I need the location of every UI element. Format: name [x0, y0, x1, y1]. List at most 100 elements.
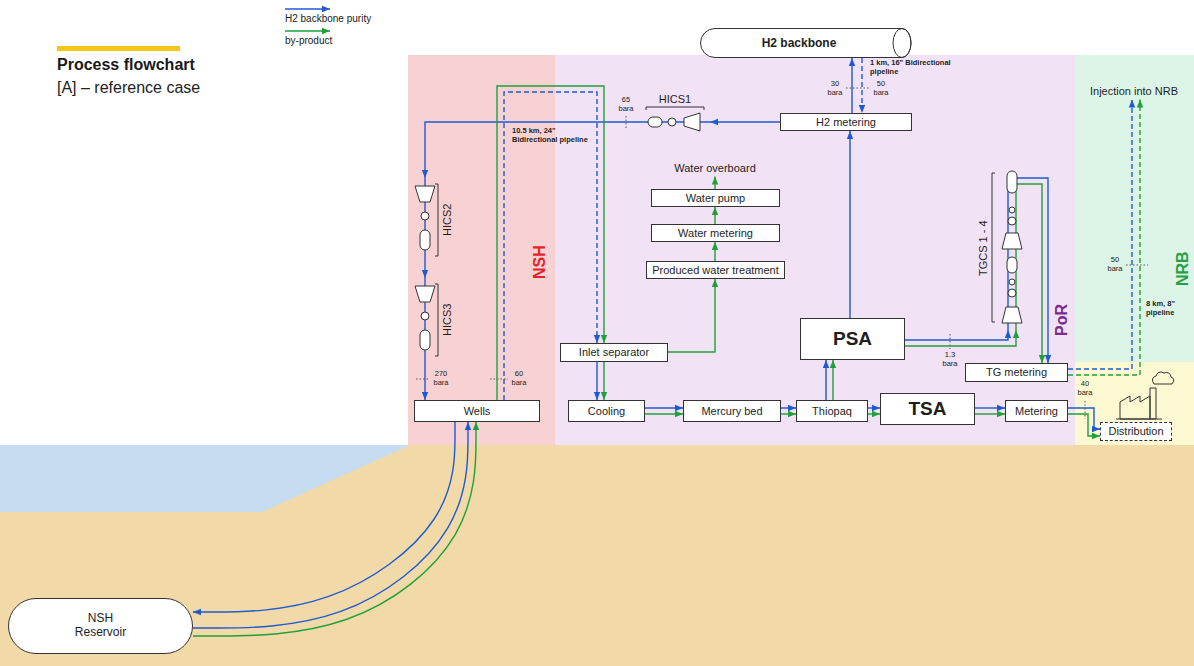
flow-line: [832, 360, 833, 400]
node-text: Water metering: [678, 227, 753, 240]
compressor-train: HICS3: [408, 278, 454, 362]
text-anchor: by-product: [285, 35, 332, 46]
node-text: H2 metering: [816, 116, 876, 129]
annotation-label: 1.3 bara: [941, 351, 959, 368]
legend-line: [285, 8, 330, 9]
text-anchor: 270 bara: [432, 370, 450, 387]
compressor-train: TGCS 1 - 4: [976, 165, 1035, 330]
text-anchor: 30 bara: [826, 80, 844, 97]
flow-line: [1035, 184, 1042, 363]
flow-line: [1068, 100, 1140, 376]
reservoir: NSH Reservoir: [8, 598, 193, 654]
legend-text: H2 backbone purity: [285, 13, 371, 24]
compressor-symbol: [1002, 307, 1022, 323]
process-box: Metering: [1005, 400, 1068, 422]
leader-line: [626, 116, 627, 130]
process-line: [1016, 184, 1035, 330]
process-box: TSA: [880, 393, 975, 425]
process-box: Water metering: [651, 224, 780, 242]
band-label: PoR: [1053, 304, 1071, 336]
site-band: PoR HICS1 H2 meteringWater overboardWater …: [555, 55, 1075, 445]
flow-line: [193, 422, 468, 628]
bracket: [435, 284, 438, 356]
flow-line: [905, 330, 1016, 346]
leader-line: [1126, 265, 1148, 266]
pipe-body: [701, 29, 912, 58]
node-text: TSA: [909, 398, 947, 420]
compressor-symbol: [415, 286, 435, 302]
site-band: NRB Injection into NRB: [1075, 55, 1194, 362]
cooler-symbol: [1009, 207, 1015, 213]
text-anchor: 50 bara: [1106, 256, 1124, 273]
bracket: [992, 173, 995, 322]
title-bar: [57, 46, 180, 51]
flow-line: [714, 207, 715, 224]
flow-line: [714, 177, 715, 190]
flow-line: [1068, 100, 1132, 370]
node-text: Produced water treatment: [652, 264, 779, 277]
flow-line: [603, 362, 604, 400]
node-text: Distribution: [1108, 425, 1163, 438]
separator-symbol: [420, 330, 430, 350]
flow-line: [645, 413, 683, 414]
legend-text: by-product: [285, 35, 332, 46]
pipe-end: [893, 29, 911, 58]
process-box: Thiopaq: [796, 400, 868, 422]
flow-line: [851, 58, 852, 113]
connector-group: [193, 58, 1140, 636]
leader-line: [416, 379, 430, 380]
process-box: Wells: [414, 400, 540, 422]
node-text: TG metering: [986, 366, 1047, 379]
annotation-label: 40 bara: [1076, 380, 1094, 397]
process-box: PSA: [800, 318, 905, 360]
flow-line: [975, 407, 1005, 408]
flow-line: [781, 407, 796, 408]
plant-base: [1116, 419, 1162, 420]
ground: [0, 445, 1194, 666]
text-node: Water overboard: [667, 160, 763, 177]
node-text: Thiopaq: [812, 405, 852, 418]
separator-symbol: [1007, 171, 1017, 193]
flow-line: [424, 362, 425, 400]
flow-line: [596, 362, 597, 400]
flow-line: [905, 330, 1008, 340]
text-anchor: [A] – reference case: [57, 79, 297, 97]
flow-line: [193, 422, 476, 636]
flow-line: [868, 413, 880, 414]
text-anchor: H2 backbone purity: [285, 13, 371, 24]
node-text: H2 backbone: [762, 36, 851, 50]
plant-smoke: [1152, 372, 1173, 384]
compressor-train: HICS1: [640, 93, 710, 133]
band-label: NRB: [1174, 251, 1192, 286]
node-text: Water pump: [686, 192, 746, 205]
cooler-symbol: [668, 118, 676, 126]
compressor-train: HICS2: [408, 178, 454, 262]
flow-line: [645, 407, 683, 408]
separator-symbol: [648, 117, 662, 127]
band-fills: [408, 55, 1194, 445]
distribution-box: Distribution: [1100, 422, 1172, 441]
node-text: HICS2: [441, 204, 453, 236]
separator-symbol: [420, 230, 430, 250]
annotation-label: 1 km, 16" Bidirectional pipeline: [870, 59, 970, 76]
legend-line: [285, 30, 330, 31]
pipeline-header: H2 backbone: [700, 28, 912, 58]
node-text: Cooling: [588, 405, 625, 418]
annotation-label: 30 bara: [826, 80, 844, 97]
flow-line: [781, 413, 796, 414]
flow-line: [425, 122, 640, 178]
sea: [0, 445, 410, 512]
cooler-symbol: [421, 312, 429, 320]
flow-line: [424, 262, 425, 278]
diagram-title: Process flowchart: [57, 56, 195, 74]
node-text: Metering: [1015, 405, 1058, 418]
text-node: Injection into NRB: [1084, 83, 1185, 100]
text-anchor: 8 km, 8" pipeline: [1146, 300, 1190, 317]
process-box: Produced water treatment: [646, 261, 785, 279]
flow-line: [825, 360, 826, 400]
site-band: NSHHICS2HICS3Wells: [408, 55, 555, 445]
flow-line: [668, 279, 715, 352]
pressure-leaders: [416, 88, 1148, 419]
flow-line: [975, 413, 1005, 414]
